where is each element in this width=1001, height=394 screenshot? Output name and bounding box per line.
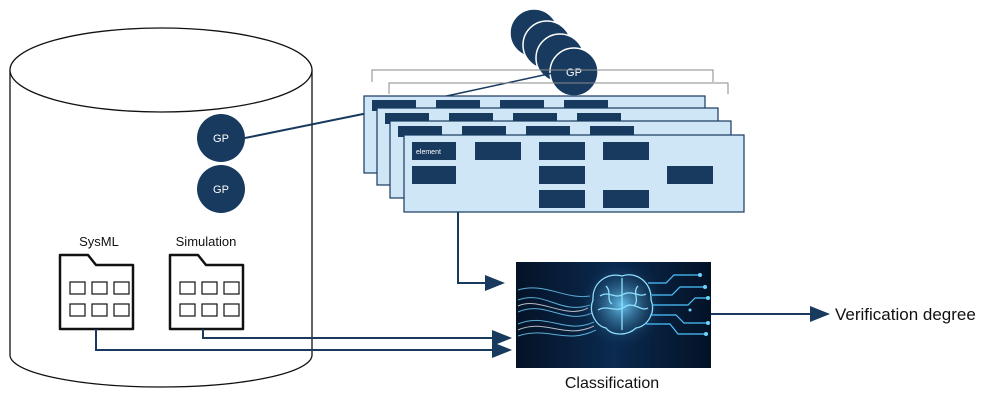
- stack-bracket-1: [371, 69, 714, 82]
- stack-bracket-2: [388, 82, 729, 94]
- arrow-simulation-to-classifier: [202, 329, 512, 346]
- gp-node-2-label: GP: [213, 184, 229, 196]
- graph-panel-stack: element: [363, 95, 745, 213]
- folder-simulation-label: Simulation: [176, 234, 237, 249]
- folder-sysml-label: SysML: [79, 234, 119, 249]
- gp-node-1: GP: [197, 114, 245, 162]
- classifier-caption: Classification: [565, 375, 659, 392]
- folder-sysml-icon: [58, 253, 135, 331]
- arrow-sysml-to-classifier: [95, 329, 512, 358]
- gp-stack-top-label: GP: [566, 67, 582, 79]
- connector-db-gp-to-stack: [244, 112, 369, 139]
- classifier-brain-image: [516, 261, 711, 368]
- gp-node-1-label: GP: [213, 133, 229, 145]
- database-cylinder: [9, 27, 313, 388]
- graph-element-node: [412, 142, 456, 160]
- arrow-graph-to-classifier: [457, 212, 505, 291]
- output-label: Verification degree: [835, 305, 976, 324]
- folder-simulation-icon: [168, 253, 245, 331]
- graph-panel-front: element: [403, 134, 745, 213]
- gp-node-2: GP: [197, 165, 245, 213]
- graph-element-label: element: [416, 149, 441, 156]
